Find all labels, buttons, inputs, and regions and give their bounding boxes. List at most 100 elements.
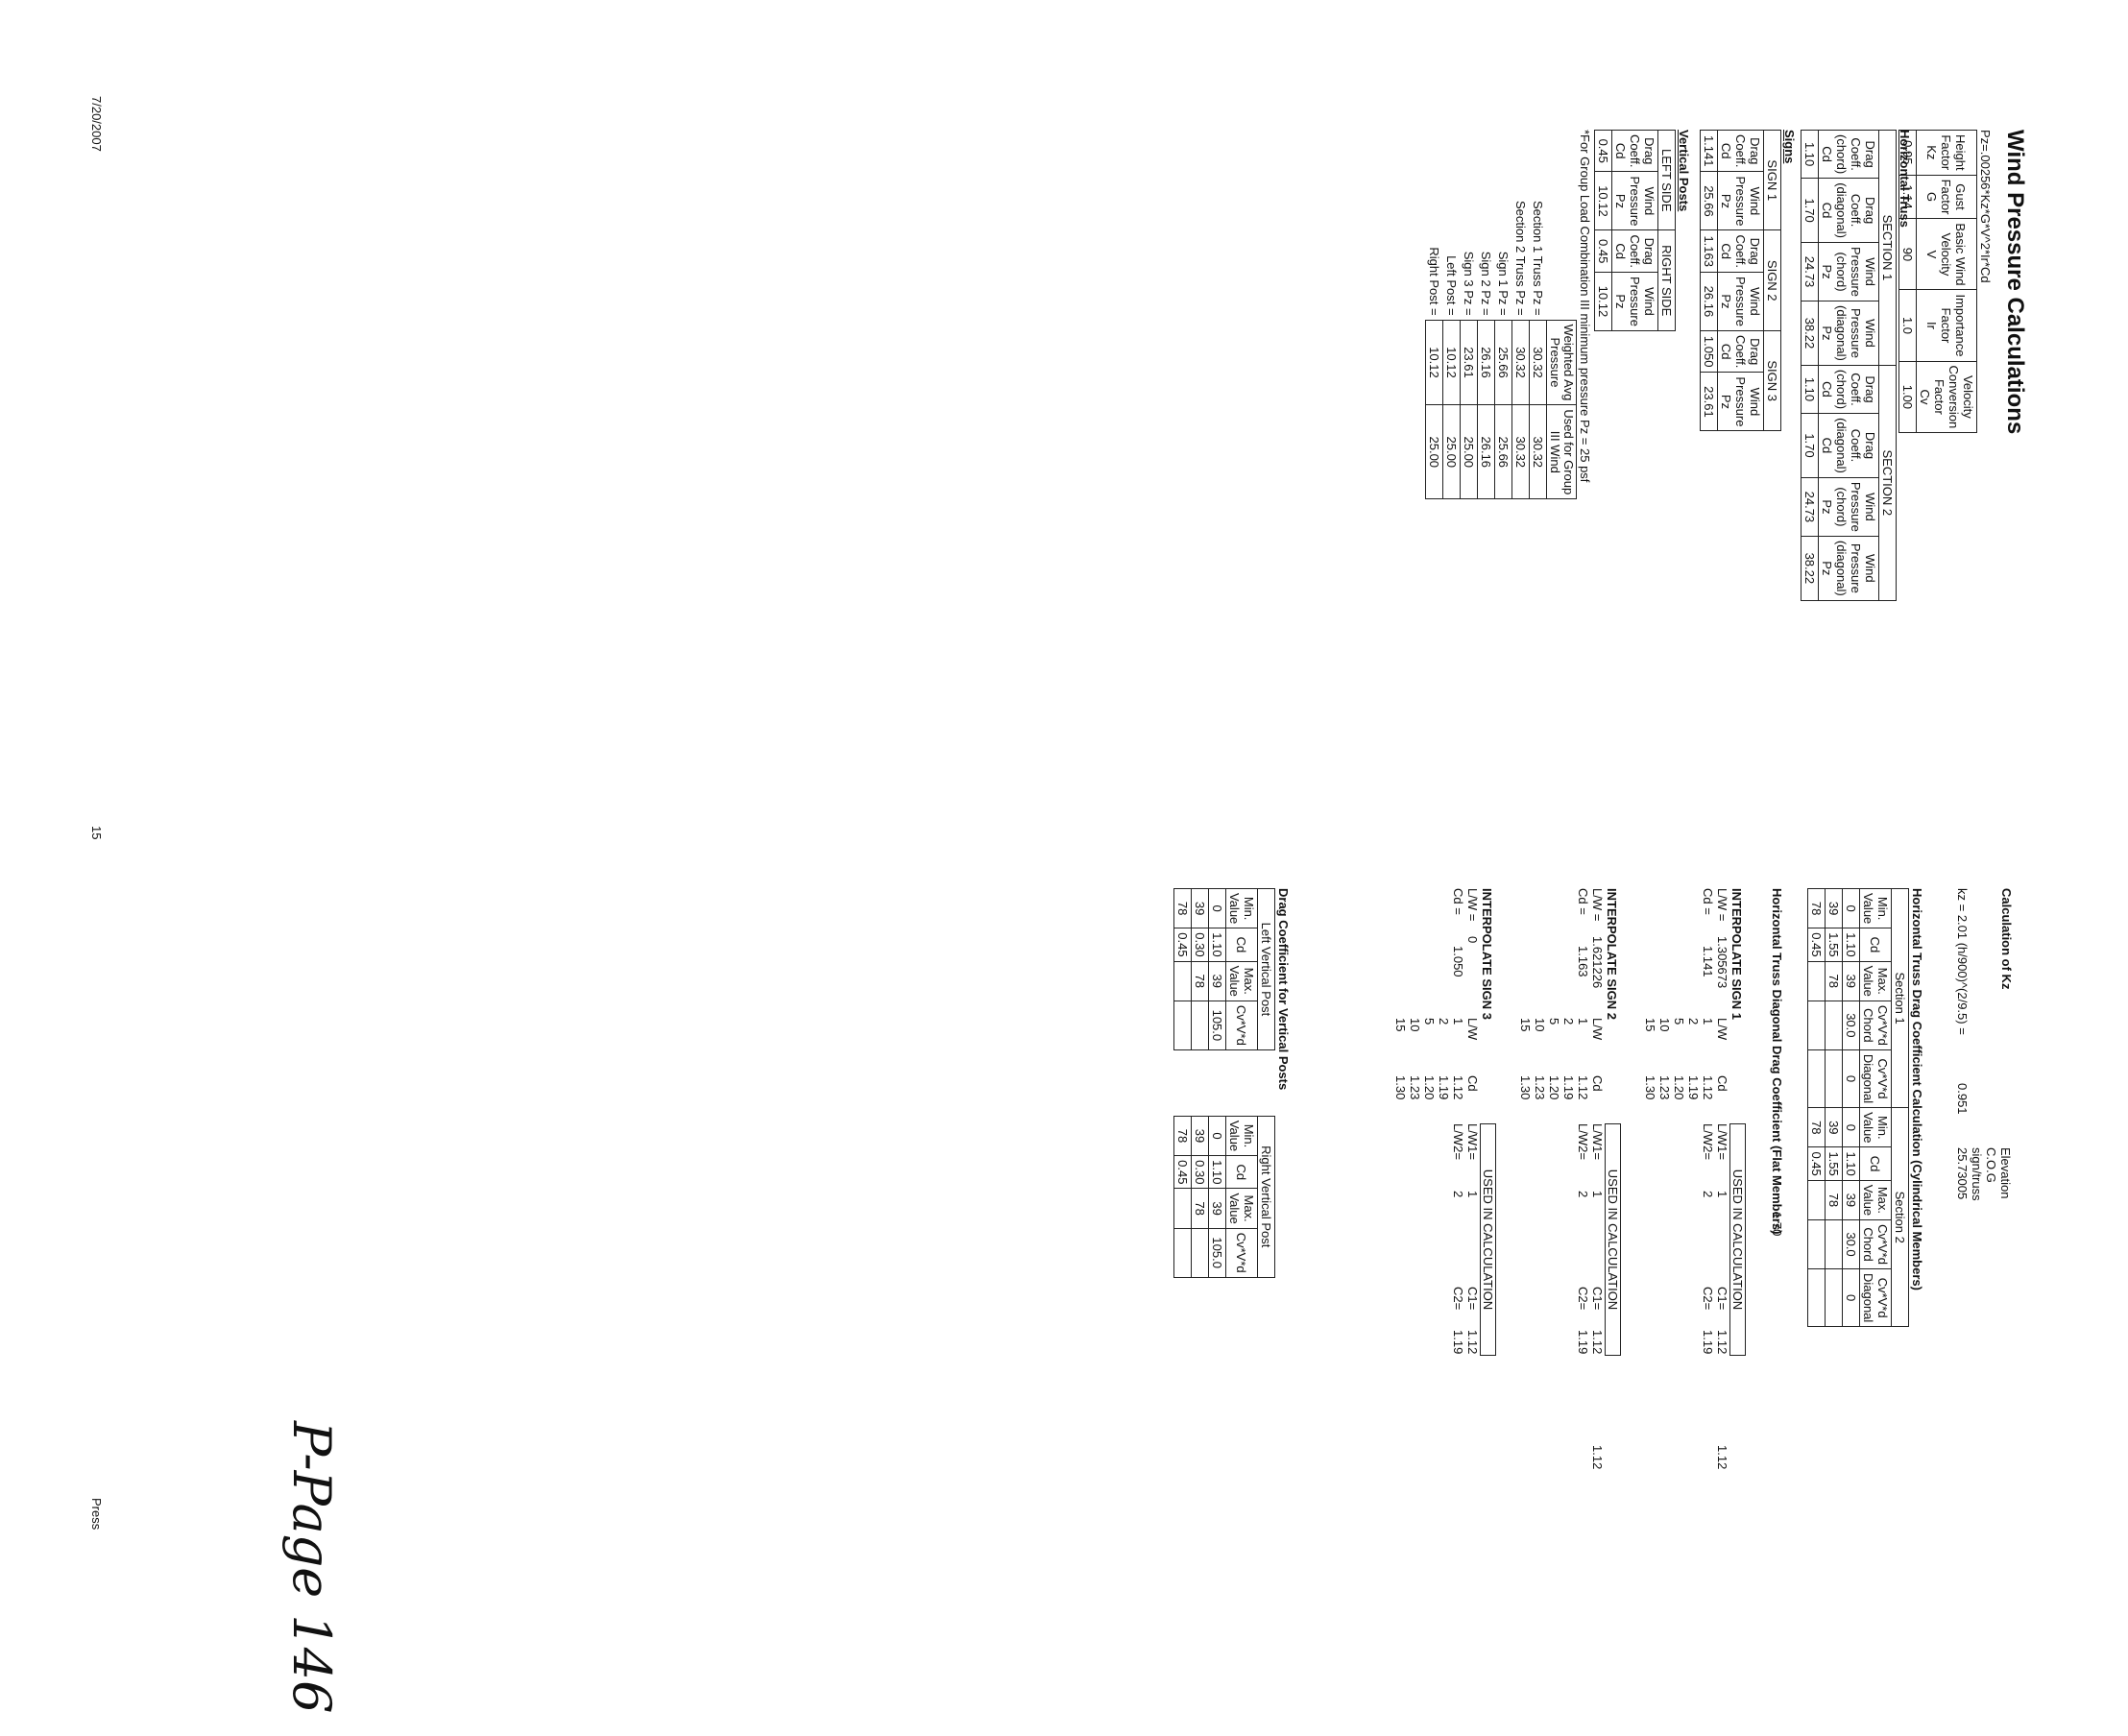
truss-header-line: Coeff.: [1849, 137, 1863, 171]
lw2-label: L/W2=: [1576, 1123, 1590, 1160]
truss-value: 24.73: [1801, 477, 1819, 537]
sign-group: SIGN 1: [1763, 130, 1781, 230]
cyl-header-line: Value: [1861, 1112, 1875, 1144]
truss-value: 38.22: [1801, 536, 1819, 601]
group-load-label: Left Post =: [1444, 255, 1459, 316]
cyl-header-line: Value: [1861, 1184, 1875, 1217]
lw-table-value: 15: [1393, 1018, 1408, 1032]
group-iii-pressure: 25.00: [1460, 404, 1478, 499]
post-value: 10.12: [1594, 171, 1612, 230]
lw2-label: L/W2=: [1451, 1123, 1465, 1160]
truss-value: 1.70: [1801, 178, 1819, 243]
vpost-header-line: Min.: [1242, 1123, 1256, 1148]
vpost-header: Max.Value: [1225, 1188, 1258, 1229]
truss-header-line: Pressure: [1849, 247, 1863, 298]
c1-value: 1.12: [1465, 1330, 1480, 1355]
c1-label: C1=: [1715, 1287, 1729, 1311]
post-header-line: Pressure: [1628, 176, 1642, 227]
cd-table-value: 1.19: [1561, 1075, 1576, 1100]
lw-table-value: 15: [1518, 1018, 1533, 1032]
sign-value: 26.16: [1700, 272, 1718, 331]
factor-header-line: Factor: [1939, 134, 1954, 171]
sign-header-line: Coeff.: [1733, 234, 1748, 268]
lw-table-value: 5: [1422, 1018, 1437, 1025]
truss-header-line: (chord): [1834, 369, 1849, 410]
vertical-post-drag-heading: Drag Coefficient for Vertical Posts: [1276, 888, 1291, 1091]
vertical-post-drag-table: Left Vertical Post Right Vertical Post M…: [1173, 888, 1275, 1278]
truss-header-line: Cd: [1820, 202, 1834, 219]
post-header-line: Drag: [1642, 237, 1656, 265]
cyl-header: Max.Value: [1859, 961, 1892, 1001]
sign-header-line: Cd: [1719, 343, 1733, 360]
group-load-label: Section 2 Truss Pz =: [1513, 201, 1528, 316]
cyl-header-line: Diagonal: [1861, 1272, 1875, 1323]
truss-header-line: Cd: [1820, 381, 1834, 398]
factor-header-line: Factor: [1932, 378, 1947, 415]
lw-value: 1.305673: [1715, 936, 1729, 989]
cd-column-header: Cd: [1465, 1075, 1480, 1092]
group-iii-pressure: 25.00: [1442, 404, 1461, 499]
cyl-header-line: Cv*V*d: [1875, 1277, 1890, 1318]
cyl-header-line: Min.: [1875, 1116, 1890, 1140]
truss-value: 1.10: [1801, 365, 1819, 414]
spacer: [1174, 1049, 1192, 1116]
lw1-label: L/W1=: [1590, 1123, 1605, 1160]
truss-header-line: Coeff.: [1849, 373, 1863, 406]
spacer: [1226, 1049, 1258, 1116]
post-group: RIGHT SIDE: [1657, 229, 1676, 331]
lw-table-value: 2: [1561, 1018, 1576, 1025]
lw1-value: 1: [1590, 1191, 1605, 1198]
factor-header-line: Cv: [1918, 389, 1932, 405]
cyl-header-line: Min.: [1875, 896, 1890, 921]
elevation-labels: Elevation C.O.G sign/truss 25.73005: [1955, 1147, 2013, 1201]
cyl-header-line: Diagonal: [1861, 1053, 1875, 1104]
vpost-header-line: Cv*V*d: [1234, 1232, 1249, 1273]
cd-value: 1.141: [1701, 946, 1715, 977]
vpost-header: Cv*V*d: [1225, 1001, 1258, 1050]
lw-value: 0: [1465, 936, 1480, 944]
c2-label: C2=: [1451, 1287, 1465, 1311]
cyl-header: Max.Value: [1859, 1180, 1892, 1220]
cyl-cell: 0: [1842, 888, 1860, 928]
vpost-header: Min.Value: [1225, 1116, 1258, 1156]
sign-header-line: Drag: [1748, 137, 1762, 165]
factor-header-line: Factor: [1939, 179, 1954, 215]
cyl-cell: [1807, 1219, 1826, 1269]
footer-sheet-name: Press: [89, 1498, 104, 1531]
lw-table-value: 1: [1576, 1018, 1590, 1025]
cyl-cell: 30.0: [1842, 1219, 1860, 1269]
factor-header-line: G: [1924, 191, 1940, 203]
cd-table-value: 1.20: [1547, 1075, 1561, 1100]
lw-column-header: L/W: [1715, 1018, 1729, 1041]
cyl-cell: [1807, 1049, 1826, 1108]
footer-page-number: 15: [89, 826, 104, 840]
lw-table-value: 15: [1643, 1018, 1657, 1032]
group-load-header-line: Pressure: [1548, 337, 1562, 388]
cyl-header-line: Max.: [1875, 967, 1890, 995]
sign-header-line: Pz: [1719, 394, 1733, 410]
spacer: [1192, 1049, 1209, 1116]
post-header-line: Drag: [1642, 137, 1656, 165]
vpost-cell: 1.10: [1208, 1155, 1226, 1189]
truss-header-line: Pressure: [1849, 307, 1863, 358]
interpolate-heading: INTERPOLATE SIGN 3: [1480, 888, 1494, 1020]
